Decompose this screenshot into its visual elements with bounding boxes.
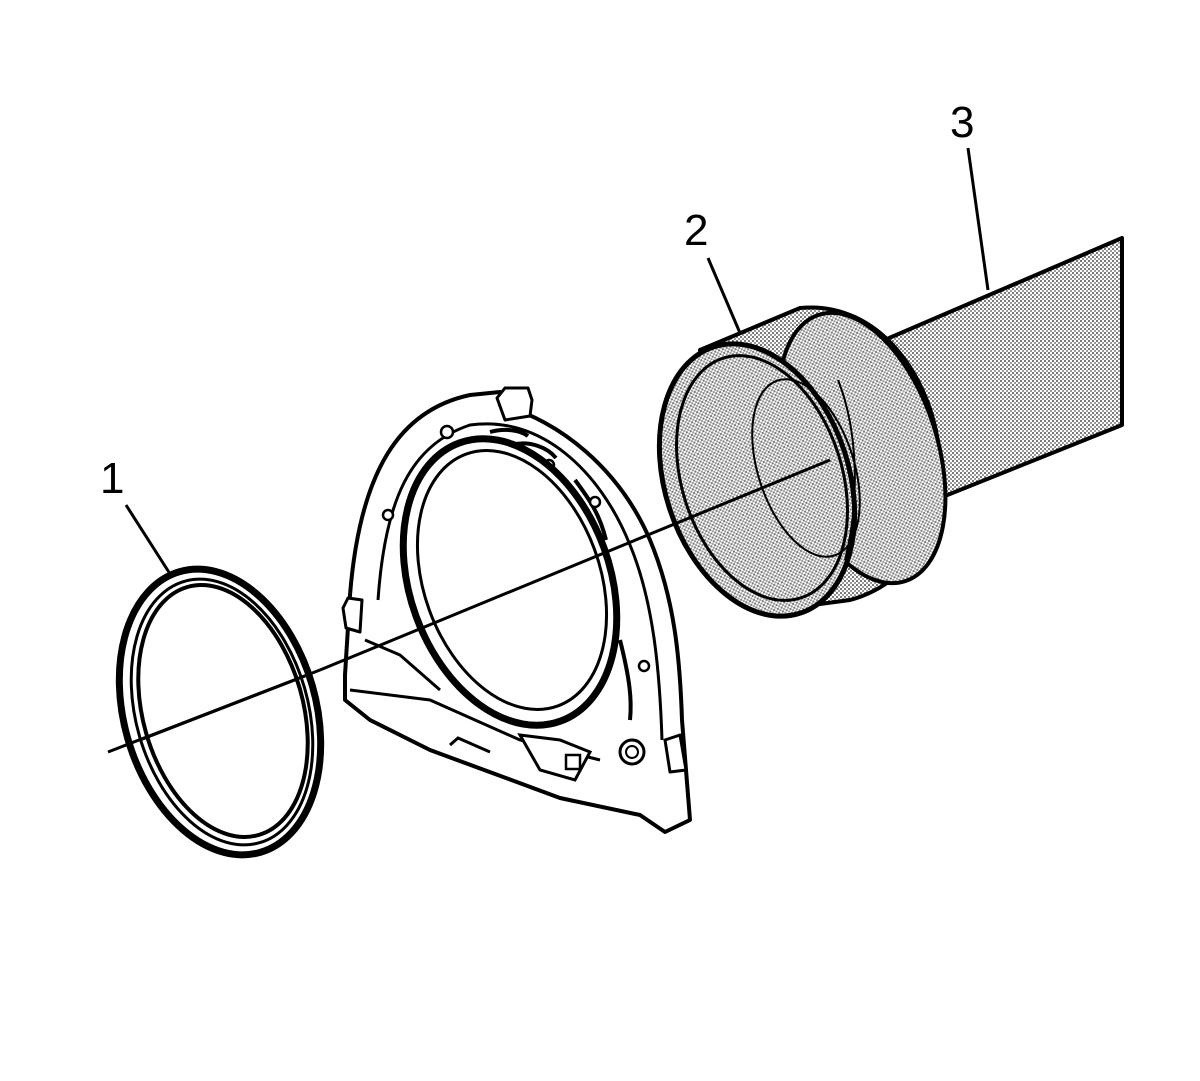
rear-seal-housing [341, 386, 692, 834]
leader-line-1 [124, 504, 174, 578]
callout-1: 1 [100, 454, 124, 503]
seal-installer [656, 305, 948, 619]
callout-3: 3 [950, 98, 974, 147]
leader-line-3 [966, 147, 990, 291]
rear-oil-seal [115, 565, 325, 859]
leader-line-2 [706, 257, 742, 334]
center-axis-through-seal [139, 674, 306, 742]
center-axis-rear [319, 458, 831, 672]
callout-2: 2 [684, 206, 708, 255]
